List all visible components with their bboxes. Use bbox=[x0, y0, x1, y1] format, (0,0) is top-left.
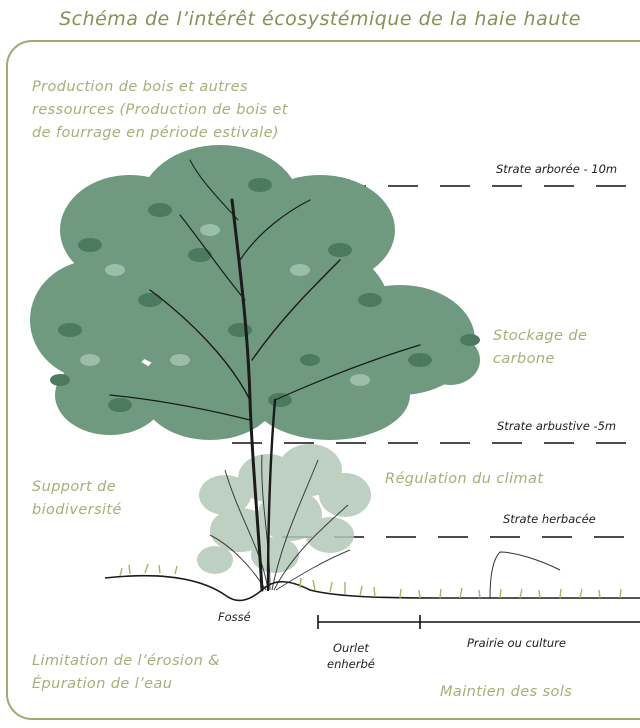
shrub-layer bbox=[197, 444, 371, 574]
grass-tufts bbox=[119, 563, 622, 599]
prairie-label: Prairie ou culture bbox=[467, 636, 566, 650]
diagram-frame bbox=[6, 40, 640, 720]
service-support-line2: biodiversité bbox=[32, 502, 122, 518]
strate-arboree-label: Strate arborée - 10m bbox=[496, 162, 618, 176]
service-production: Production de bois et autres ressources … bbox=[32, 76, 288, 145]
service-support-line1: Support de bbox=[32, 479, 117, 495]
ourlet-label: Ourlet enherbé bbox=[327, 640, 375, 672]
tree-trunk bbox=[109, 159, 421, 592]
diagram-title: Schéma de l’intérêt écosystémique de la … bbox=[59, 8, 581, 30]
strate-herbacee-label: Strate herbacée bbox=[503, 512, 596, 526]
service-stockage-line2: carbone bbox=[493, 351, 555, 367]
service-production-line1: Production de bois et autres bbox=[32, 79, 248, 95]
service-stockage: Stockage de carbone bbox=[493, 325, 587, 371]
service-support: Support de biodiversité bbox=[32, 476, 122, 522]
strate-arbustive-label: Strate arbustive -5m bbox=[497, 419, 617, 433]
fosse-label: Fossé bbox=[218, 610, 251, 624]
service-production-line2: ressources (Production de bois et bbox=[32, 102, 288, 118]
service-stockage-line1: Stockage de bbox=[493, 328, 588, 344]
service-limitation-line1: Limitation de l’érosion & bbox=[32, 653, 220, 669]
service-maintien: Maintien des sols bbox=[440, 684, 573, 700]
service-production-line3: de fourrage en période estivale) bbox=[32, 125, 279, 141]
ourlet-label-line1: Ourlet bbox=[332, 641, 369, 655]
ourlet-label-line2: enherbé bbox=[327, 657, 375, 671]
service-limitation: Limitation de l’érosion & Épuration de l… bbox=[32, 650, 220, 696]
canopy-leaves-light bbox=[80, 224, 370, 386]
ground-line bbox=[104, 574, 640, 602]
service-limitation-line2: Épuration de l’eau bbox=[32, 676, 173, 692]
ground-scale bbox=[317, 615, 640, 629]
service-regulation: Régulation du climat bbox=[385, 471, 544, 487]
canopy-leaves-dark bbox=[50, 178, 480, 412]
shrub-stems bbox=[209, 454, 351, 591]
flower-stem bbox=[489, 551, 561, 599]
